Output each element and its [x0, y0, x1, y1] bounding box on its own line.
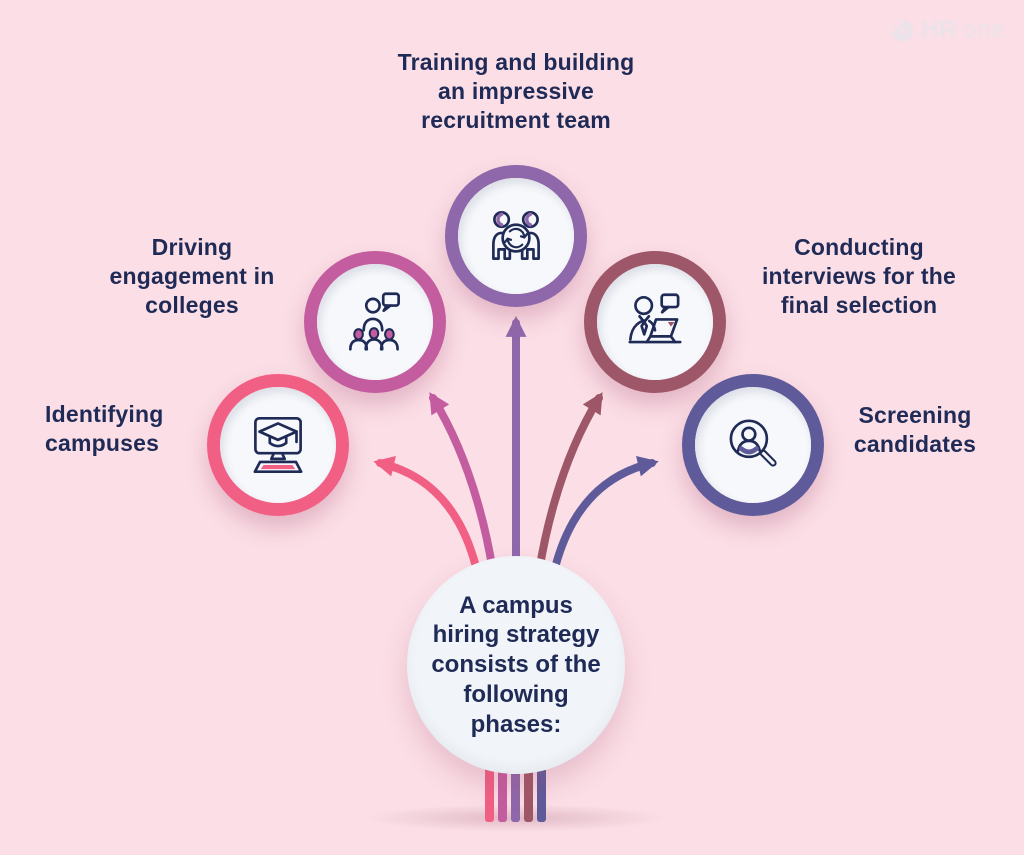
label-line: recruitment team	[421, 107, 611, 134]
campus-computer-icon	[253, 416, 303, 474]
phase-label-driving-engagement: Driving engagement in colleges	[87, 233, 297, 321]
stem-bar	[524, 754, 533, 822]
logo-text-hr: HR	[921, 16, 957, 43]
label-line: Driving	[151, 234, 233, 260]
label-line: an impressive	[437, 78, 595, 105]
center-statement-line: following	[463, 680, 569, 708]
phase-node-training-team	[445, 165, 587, 307]
hrone-logo: HR one	[890, 16, 1006, 44]
recruitment-team-icon	[492, 211, 540, 260]
node-inner-circle	[458, 178, 574, 294]
label-line: interviews for the	[761, 263, 957, 290]
center-statement-line: consists of the	[431, 651, 601, 679]
label-line: campuses	[45, 430, 160, 457]
stem-bar	[498, 754, 507, 822]
label-line: Conducting	[794, 234, 924, 260]
college-audience-icon	[348, 292, 400, 351]
label-line: colleges	[145, 292, 239, 319]
stem-bar	[485, 754, 494, 822]
phase-label-conducting-interviews: Conducting interviews for the final sele…	[745, 233, 973, 321]
hrone-swirl-icon	[891, 19, 914, 41]
interview-laptop-icon	[628, 293, 682, 344]
phase-label-screening-candidates: Screening candidates	[815, 401, 1015, 459]
node-inner-circle	[220, 387, 336, 503]
node-inner-circle	[317, 264, 433, 380]
label-line: final selection	[780, 292, 938, 319]
phase-node-conducting-interviews	[584, 251, 726, 393]
center-statement-circle: A campus hiring strategy consists of the…	[407, 556, 625, 774]
phase-label-training-team: Training and building an impressive recr…	[356, 48, 676, 136]
label-line: candidates	[853, 431, 977, 458]
label-line: Identifying	[45, 401, 164, 427]
phase-node-driving-engagement	[304, 251, 446, 393]
phase-node-screening-candidates	[682, 374, 824, 516]
stem-bar	[511, 754, 520, 822]
node-inner-circle	[695, 387, 811, 503]
label-line: Training and building	[397, 49, 635, 75]
node-inner-circle	[597, 264, 713, 380]
label-line: engagement in	[109, 263, 275, 290]
stem-bar	[537, 754, 546, 822]
center-statement-line: A campus	[459, 591, 573, 619]
candidate-search-icon	[729, 419, 777, 467]
center-statement-line: hiring strategy	[432, 621, 600, 649]
center-statement-line: phases:	[470, 710, 562, 738]
logo-text-one: one	[962, 16, 1006, 43]
phase-label-identifying-campuses: Identifying campuses	[45, 400, 245, 458]
label-line: Screening	[858, 402, 972, 428]
